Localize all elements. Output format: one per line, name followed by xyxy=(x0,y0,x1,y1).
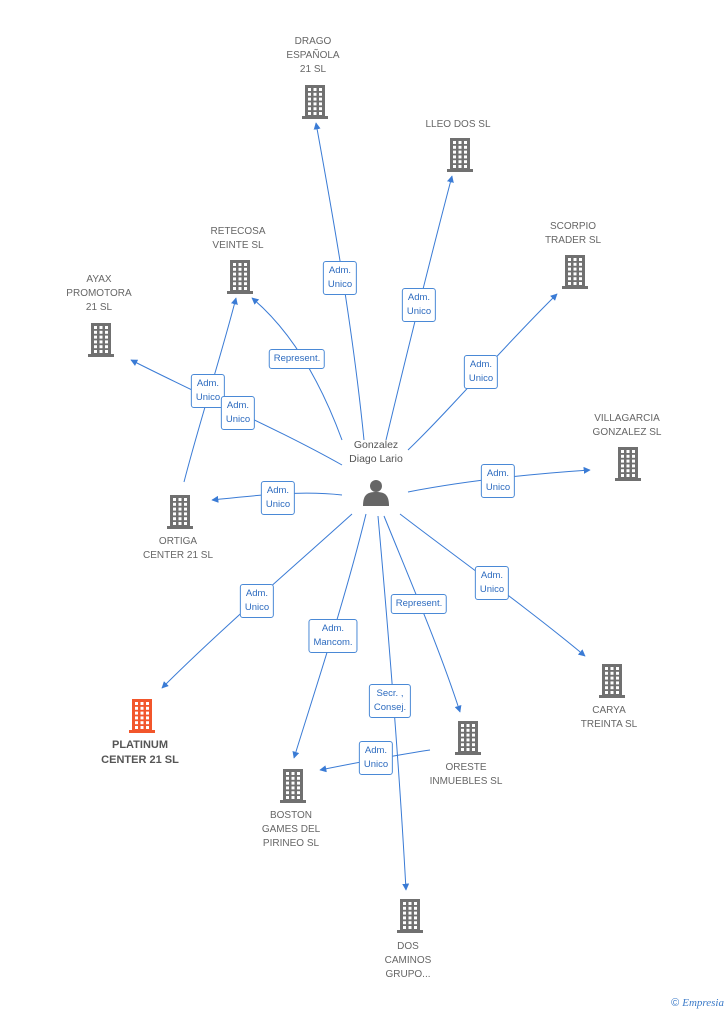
edge-label[interactable]: Adm. Unico xyxy=(239,584,275,618)
footer-brand[interactable]: ©Empresia xyxy=(671,997,724,1009)
building-icon-dos[interactable] xyxy=(397,899,423,933)
building-icon-villagarcia[interactable] xyxy=(615,447,641,481)
person-icon[interactable] xyxy=(363,480,389,506)
company-label-boston[interactable]: BOSTON GAMES DEL PIRINEO SL xyxy=(261,810,321,849)
edge-label[interactable]: Adm. Unico xyxy=(474,566,510,600)
building-icon-ayax[interactable] xyxy=(88,323,114,357)
building-icon-platinum[interactable] xyxy=(129,699,155,733)
edge-label[interactable]: Adm. Unico xyxy=(358,741,394,775)
building-icon-scorpio[interactable] xyxy=(562,255,588,289)
nodes-layer xyxy=(88,85,641,933)
company-label-lleo[interactable]: LLEO DOS SL xyxy=(425,119,491,130)
company-label-oreste[interactable]: ORESTE INMUEBLES SL xyxy=(429,762,503,787)
building-icon-oreste[interactable] xyxy=(455,721,481,755)
edge-oreste xyxy=(383,515,462,713)
edge-label[interactable]: Adm. Unico xyxy=(220,396,256,430)
edge-label[interactable]: Adm. Mancom. xyxy=(308,619,358,653)
edge-label[interactable]: Adm. Unico xyxy=(190,374,226,408)
person-label[interactable]: Gonzalez Diago Lario xyxy=(349,439,403,465)
building-icon-carya[interactable] xyxy=(599,664,625,698)
edge-label[interactable]: Represent. xyxy=(390,594,448,614)
edge-label[interactable]: Represent. xyxy=(268,349,326,369)
company-label-dos[interactable]: DOS CAMINOS GRUPO... xyxy=(384,941,432,980)
building-icon-retecosa[interactable] xyxy=(227,260,253,294)
edge-label[interactable]: Adm. Unico xyxy=(322,261,358,295)
company-label-carya[interactable]: CARYA TREINTA SL xyxy=(580,705,638,730)
company-label-retecosa[interactable]: RETECOSA VEINTE SL xyxy=(210,226,266,251)
company-label-ayax[interactable]: AYAX PROMOTORA 21 SL xyxy=(66,274,132,313)
company-label-scorpio[interactable]: SCORPIO TRADER SL xyxy=(544,221,602,246)
building-icon-boston[interactable] xyxy=(280,769,306,803)
edge-label[interactable]: Adm. Unico xyxy=(401,288,437,322)
building-icon-drago[interactable] xyxy=(302,85,328,119)
edge-retecosa xyxy=(251,297,343,441)
building-icon-lleo[interactable] xyxy=(447,138,473,172)
company-label-platinum[interactable]: PLATINUM CENTER 21 SL xyxy=(101,739,179,766)
edge-label[interactable]: Adm. Unico xyxy=(260,481,296,515)
edge-label[interactable]: Secr. , Consej. xyxy=(368,684,412,718)
building-icon-ortiga[interactable] xyxy=(167,495,193,529)
company-label-drago[interactable]: DRAGO ESPAÑOLA 21 SL xyxy=(286,36,340,75)
company-label-villagarcia[interactable]: VILLAGARCIA GONZALEZ SL xyxy=(592,413,662,438)
edge-label[interactable]: Adm. Unico xyxy=(463,355,499,389)
edge-label[interactable]: Adm. Unico xyxy=(480,464,516,498)
copyright-icon: © xyxy=(671,997,680,1009)
company-label-ortiga[interactable]: ORTIGA CENTER 21 SL xyxy=(142,536,214,561)
brand-name: Empresia xyxy=(682,997,724,1009)
